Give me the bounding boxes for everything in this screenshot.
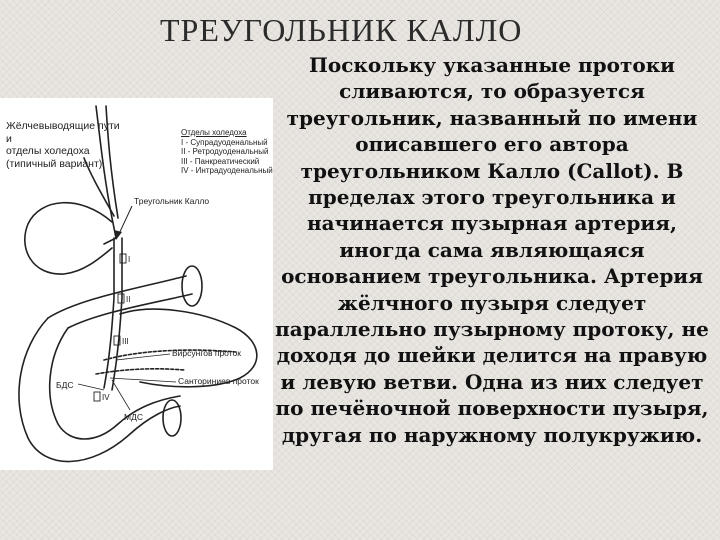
callot-arrow [114,230,122,240]
legend-item: II - Ретродуоденальный [181,147,269,156]
pancreas [119,308,258,388]
segment-marker-4 [93,391,101,402]
figure-legend: Отделы холедоха I - Супрадуоденальный II… [181,128,273,176]
mds-pointer [111,379,131,411]
cystic-duct [103,237,117,245]
legend-title: Отделы холедоха [181,128,247,137]
label-bds: БДС [56,380,74,390]
legend-item: III - Панкреатический [181,156,260,166]
pancreatic-duct [103,349,237,361]
hepatic-duct-branch [83,157,115,217]
hepatic-duct-left [95,105,117,239]
segment-label-4: IV [102,393,110,402]
caption-line-1: Жёлчевыводящие пути и [6,120,120,145]
label-wirsung: Вирсунгов проток [172,348,241,358]
wirsung-pointer [115,353,171,361]
duodenum-top-inner [67,293,193,329]
figure-caption: Жёлчевыводящие пути и отделы холедоха (т… [6,120,126,170]
caption-line-3: (типичный вариант) [6,157,103,170]
anatomy-drawing [18,105,258,463]
caption-line-2: отделы холедоха [6,145,90,157]
slide-title: ТРЕУГОЛЬНИК КАЛЛО [160,12,523,48]
segment-marker-1 [119,253,127,264]
label-mds: МДС [124,412,143,422]
body-paragraph: Поскольку указанные протоки сливаются, т… [275,53,709,447]
label-callot: Треугольник Калло [134,196,210,206]
callot-pointer [117,205,133,237]
santorini-pointer [109,377,177,383]
accessory-duct [95,368,185,375]
hepatic-duct-right [105,105,119,219]
segment-label-1: I [128,255,131,264]
duodenum-cut-top [181,265,203,307]
duodenum-outer [18,317,181,463]
duodenum-top [47,275,187,319]
segment-label-2: II [126,295,131,304]
bile-duct-diagram: Жёлчевыводящие пути и отделы холедоха (т… [0,98,273,470]
segment-label-3: III [122,337,129,346]
label-santorini: Санториниев проток [178,376,259,386]
segment-marker-2 [117,293,125,304]
duodenum-cut-bottom [162,399,182,437]
common-bile-duct-left [103,237,115,389]
segment-marker-3 [113,335,121,346]
gallbladder [24,201,113,275]
duodenum-inner [48,327,181,440]
legend-item: I - Супрадуоденальный [181,137,268,147]
bds-pointer [77,383,105,391]
legend-item: IV - Интрадуоденальный [181,166,273,175]
